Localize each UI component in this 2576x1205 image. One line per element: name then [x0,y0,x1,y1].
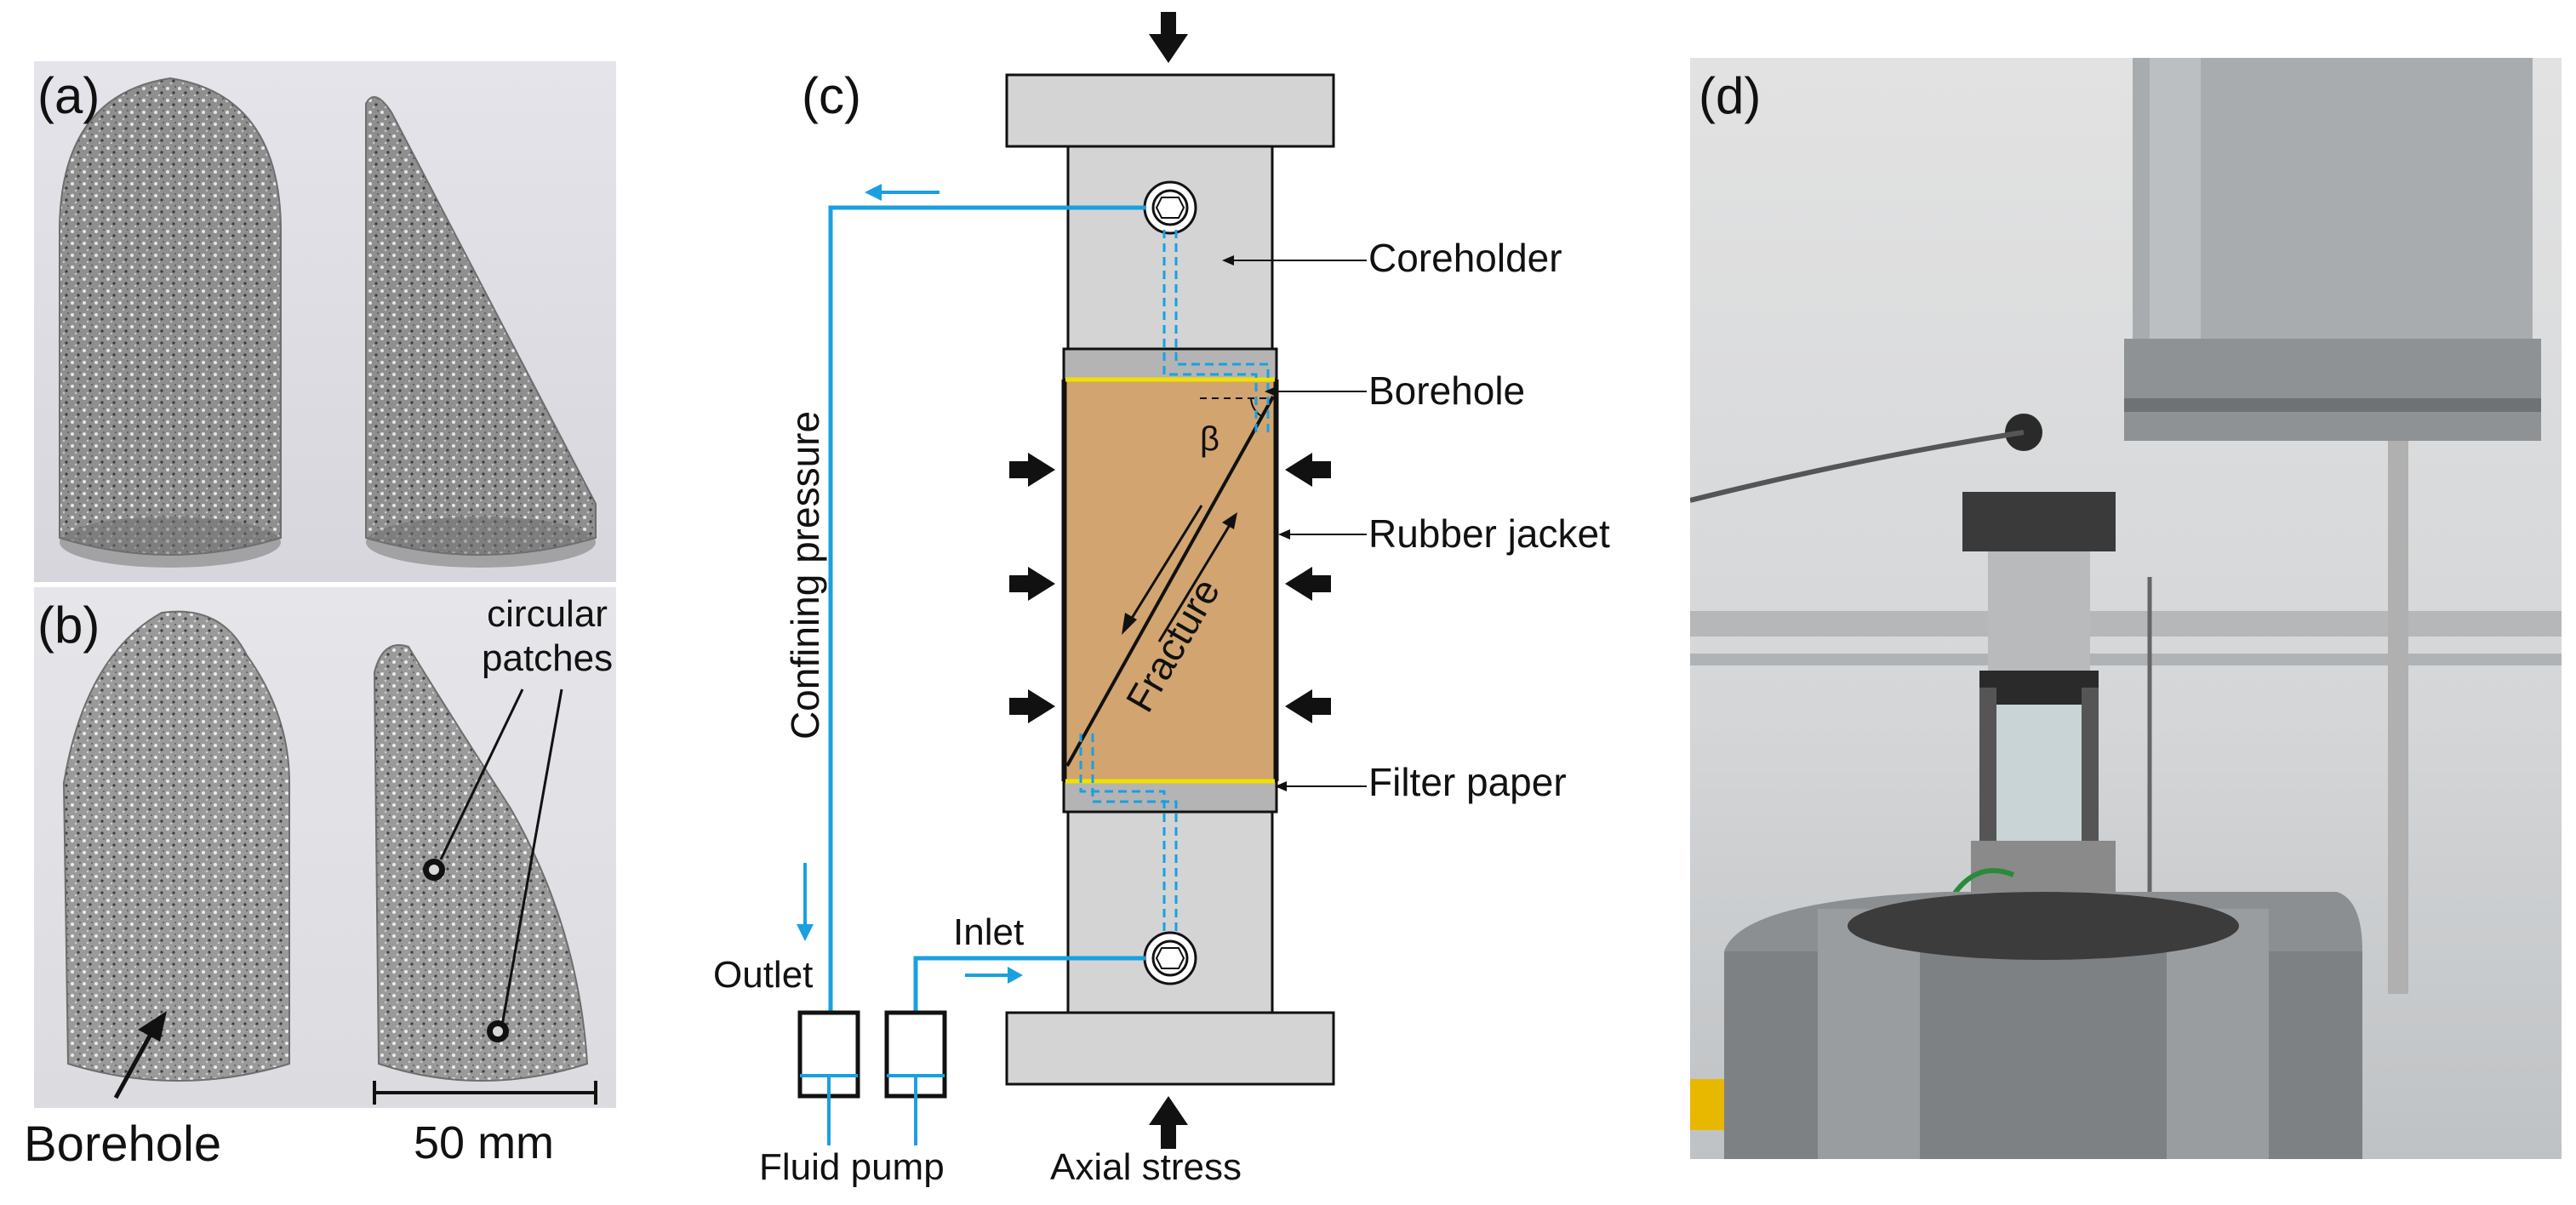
bottom-platen [1005,1011,1335,1086]
circular-patches-label: circular patches [482,592,613,681]
confining-arrows-right [1285,453,1331,723]
panel-b-label: (b) [37,597,100,654]
axial-stress-label: Axial stress [1050,1146,1242,1188]
inlet-label: Inlet [953,911,1025,953]
shear-arrow-up [1157,520,1234,642]
outlet-label: Outlet [713,954,814,996]
fluid-pump-outlet [797,1010,860,1145]
patch-leader-line-1 [439,688,524,860]
rubber-jacket-bottom [1062,780,1278,814]
granite-samples-intact [59,77,597,568]
bottom-port-fitting [1143,931,1197,985]
panel-d-photo [1690,58,2562,1159]
coreholder-label: Coreholder [1368,236,1562,280]
fracture-line [1065,396,1275,767]
confining-pressure-label: Confining pressure [783,410,827,740]
panel-d-label: (d) [1699,67,1762,124]
axial-load-arrow-bottom [1149,1096,1188,1125]
filter-paper-label: Filter paper [1368,760,1567,804]
granite-samples-fractured [62,610,589,1082]
circular-patches-line1: circular [487,593,608,635]
triaxial-apparatus-photo [1690,58,2562,1159]
upper-coreholder [1066,145,1274,352]
panel-c-label: (c) [802,67,861,124]
rubber-jacket-label: Rubber jacket [1368,511,1610,556]
patch-leader-line-2 [500,688,563,1026]
circular-patches-line2: patches [482,637,614,679]
scale-bar-label: 50 mm [414,1117,555,1168]
panel-b-photo [34,587,616,1108]
fluid-pump-label: Fluid pump [759,1146,945,1188]
label-leaders [1222,255,1367,791]
axial-load-arrow-top [1149,34,1188,63]
borehole-arrowhead [138,1011,167,1042]
confining-arrows-left [1009,453,1055,723]
top-platen [1005,73,1335,148]
shear-arrow-down [1125,505,1203,627]
internal-fluid-channels [1079,230,1270,936]
panel-a-label: (a) [37,67,100,124]
inlet-line [913,956,1145,1013]
fluid-pump-inlet [884,1010,947,1145]
borehole-label-c: Borehole [1368,368,1526,413]
outlet-line [828,205,1145,1013]
top-port-fitting [1143,180,1197,235]
beta-arc [1250,397,1264,418]
borehole-arrow-line [113,1028,156,1099]
borehole-label-b: Borehole [24,1116,222,1172]
beta-label: β [1200,420,1220,458]
panel-a-photo [34,61,616,582]
